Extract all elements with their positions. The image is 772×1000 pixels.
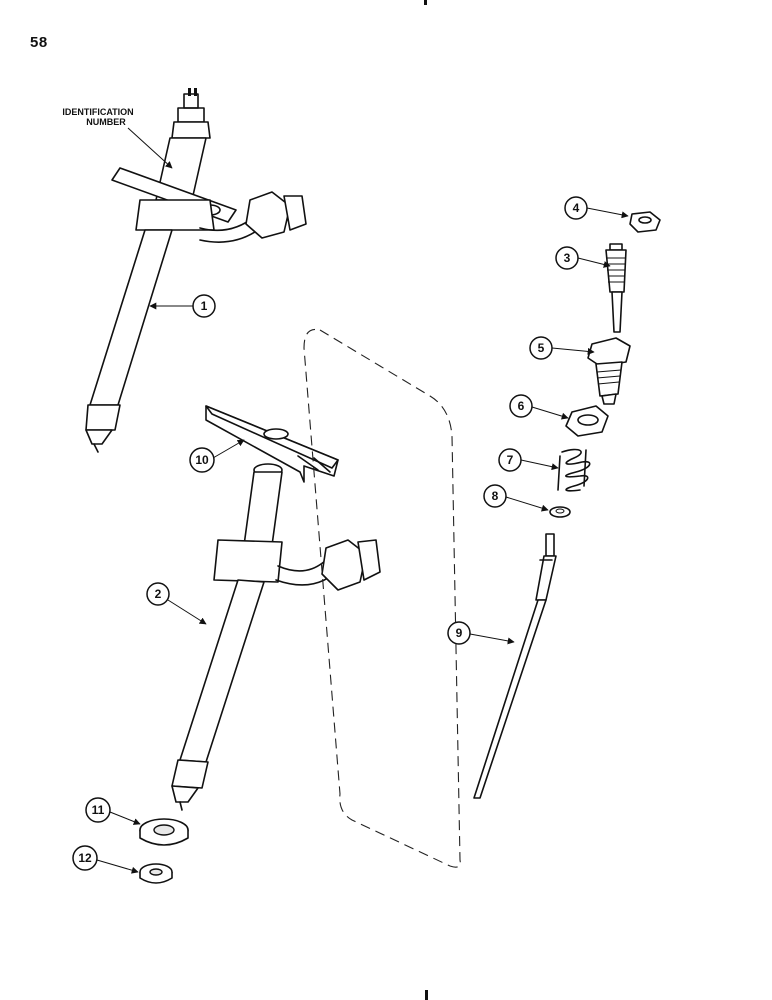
- dashed-group-outline: [303, 328, 461, 868]
- part-9-push-rod: [473, 533, 557, 799]
- part-11-sealing-washer: [139, 818, 189, 846]
- svg-text:6: 6: [518, 399, 525, 413]
- bracket-plate-10: [205, 405, 339, 483]
- bottom-page-mark: [425, 990, 428, 1000]
- page-number: 58: [30, 34, 48, 51]
- callout-8: 8: [483, 484, 507, 508]
- callout-leaders: [96, 207, 629, 874]
- svg-text:1: 1: [201, 299, 208, 313]
- part-4-nut: [629, 211, 661, 233]
- part-3-adjusting-screw: [605, 243, 627, 333]
- svg-text:5: 5: [538, 341, 545, 355]
- callout-12: 12: [72, 845, 98, 871]
- svg-text:12: 12: [78, 851, 92, 865]
- svg-text:11: 11: [92, 803, 105, 817]
- callout-10: 10: [189, 447, 215, 473]
- top-page-mark: [424, 0, 427, 5]
- callout-7: 7: [498, 448, 522, 472]
- svg-text:NUMBER: NUMBER: [86, 117, 126, 127]
- identification-number-label: IDENTIFICATION NUMBER: [62, 107, 173, 169]
- svg-text:8: 8: [492, 489, 499, 503]
- callout-1: 1: [192, 294, 216, 318]
- callout-4: 4: [564, 196, 588, 220]
- part-6-lock-nut: [565, 405, 609, 437]
- injector-assembly-1: [85, 88, 307, 453]
- svg-text:2: 2: [155, 587, 162, 601]
- callout-5: 5: [529, 336, 553, 360]
- svg-text:3: 3: [564, 251, 571, 265]
- svg-text:IDENTIFICATION: IDENTIFICATION: [62, 107, 133, 117]
- part-8-washer: [549, 506, 571, 518]
- svg-text:9: 9: [456, 626, 463, 640]
- callout-6: 6: [509, 394, 533, 418]
- part-12-washer: [139, 863, 173, 884]
- svg-text:10: 10: [195, 453, 209, 467]
- callout-11: 11: [85, 797, 111, 823]
- callout-3: 3: [555, 246, 579, 270]
- callout-9: 9: [447, 621, 471, 645]
- svg-text:7: 7: [507, 453, 514, 467]
- injector-assembly-2: [171, 463, 381, 811]
- svg-text:4: 4: [573, 201, 580, 215]
- part-5-spring-cap: [587, 337, 631, 405]
- callout-2: 2: [146, 582, 170, 606]
- part-7-spring: [557, 448, 591, 492]
